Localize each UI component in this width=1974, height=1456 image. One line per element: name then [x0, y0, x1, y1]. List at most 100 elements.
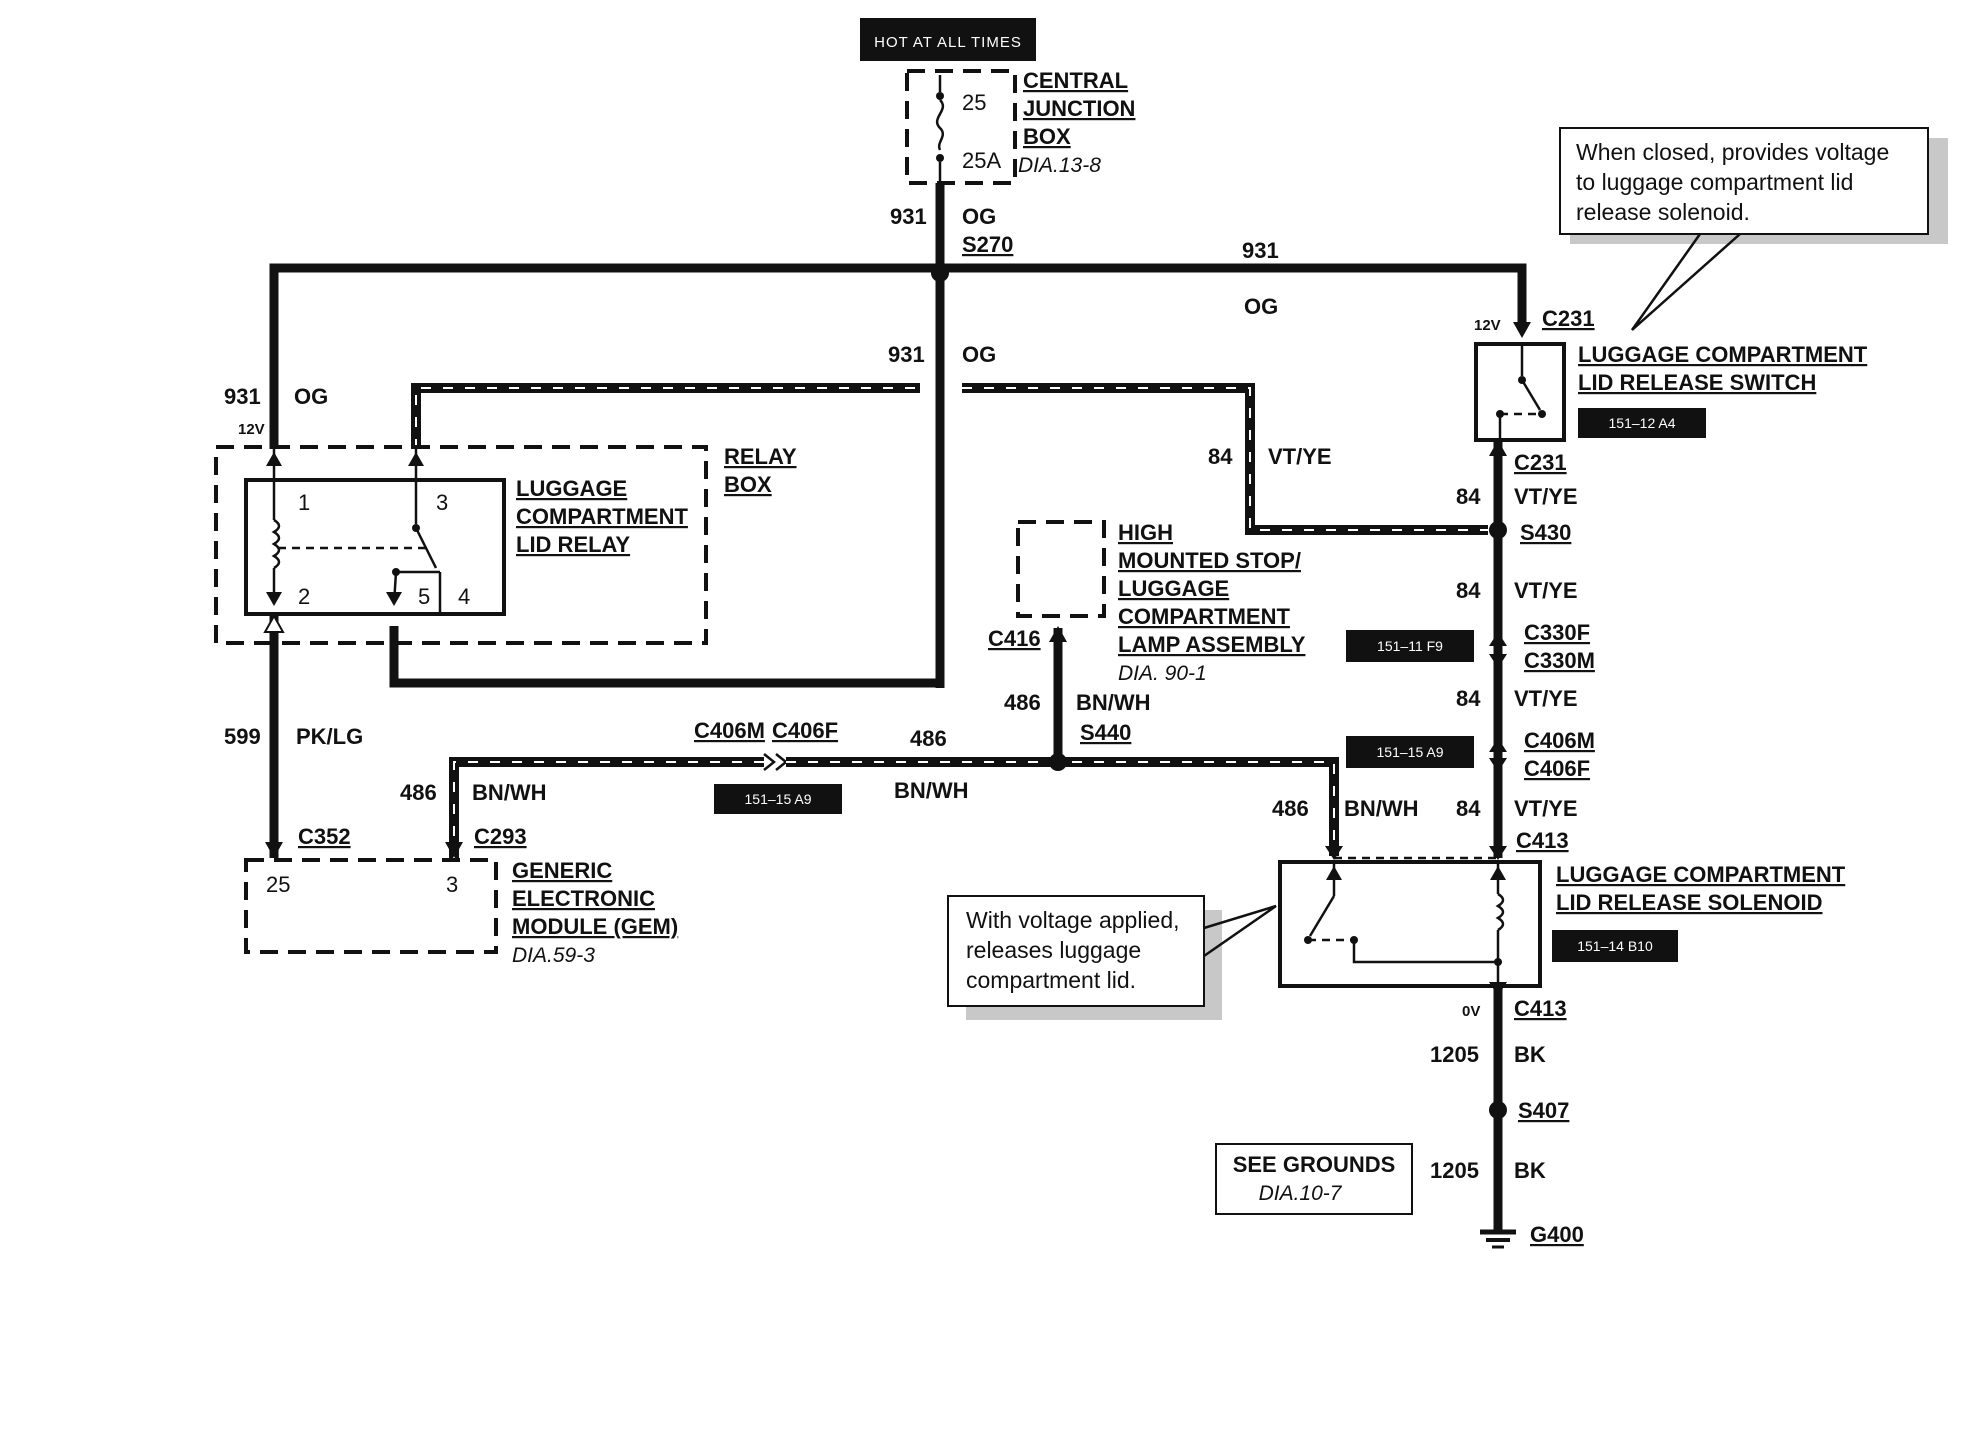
wire-1205-b-number: 1205	[1430, 1158, 1479, 1183]
lamp-title-2: MOUNTED STOP/	[1118, 548, 1301, 573]
wire-1205-b-color: BK	[1514, 1158, 1546, 1183]
switch-note-line-2: to luggage compartment lid	[1576, 169, 1853, 195]
relay-pin-1: 1	[298, 490, 310, 515]
solenoid-tag	[1552, 930, 1678, 962]
gem-reference: DIA.59-3	[512, 944, 595, 967]
splice-s430-label: S430	[1520, 520, 1571, 545]
luggage-compartment-lid-relay	[244, 478, 506, 616]
relay-box-title-2: BOX	[724, 472, 772, 497]
central-junction-box-title-3: BOX	[1023, 124, 1071, 149]
tag-c330	[1346, 630, 1474, 662]
wire-84-number: 84	[1208, 444, 1233, 469]
wire-486-left-number: 486	[400, 780, 437, 805]
wire-84-a-color: VT/YE	[1514, 484, 1578, 509]
solenoid-title-1: LUGGAGE COMPARTMENT	[1556, 862, 1846, 887]
wire-84-b-color: VT/YE	[1514, 578, 1578, 603]
wire-84-d-number: 84	[1456, 796, 1481, 821]
connector-c413-bottom: C413	[1514, 996, 1567, 1021]
tag-c406-right	[1346, 736, 1474, 768]
relay-switch-icon	[386, 482, 442, 614]
relay-coil-icon	[266, 482, 282, 606]
solenoid-coil-icon	[1490, 864, 1506, 986]
relay-pin-2: 2	[298, 584, 310, 609]
switch-note-line-3: release solenoid.	[1576, 199, 1750, 225]
connector-c231-bottom: C231	[1514, 450, 1567, 475]
solenoid-note-line-1: With voltage applied,	[966, 907, 1180, 933]
wire-486-mid-number: 486	[910, 726, 947, 751]
see-grounds-reference: DIA.10-7	[1259, 1182, 1343, 1205]
connector-c231-top: C231	[1542, 306, 1595, 331]
switch-tag	[1578, 408, 1706, 438]
solenoid-note-line-3: compartment lid.	[966, 967, 1136, 993]
wire-486-mid-color: BN/WH	[894, 778, 969, 803]
wire-486-c416-number: 486	[1004, 690, 1041, 715]
hot-at-all-times-badge	[860, 18, 1036, 61]
switch-note-box	[1559, 127, 1929, 235]
connector-c406f-right: C406F	[1524, 756, 1590, 781]
wire-486-right-number: 486	[1272, 796, 1309, 821]
gem-title-2: ELECTRONIC	[512, 886, 655, 911]
tag-c406-right-text: 151–15 A9	[1377, 744, 1444, 760]
relay-title-1: LUGGAGE	[516, 476, 627, 501]
relay-box-outline	[214, 445, 708, 645]
ground-g400: G400	[1530, 1222, 1584, 1247]
solenoid-tag-text: 151–14 B10	[1577, 938, 1653, 954]
fuse-icon	[935, 75, 945, 182]
wire-84-a-number: 84	[1456, 484, 1481, 509]
wire-84-c-number: 84	[1456, 686, 1481, 711]
switch-title-1: LUGGAGE COMPARTMENT	[1578, 342, 1868, 367]
tag-c330-text: 151–11 F9	[1377, 638, 1443, 654]
wire-599-number: 599	[224, 724, 261, 749]
switch-title-2: LID RELEASE SWITCH	[1578, 370, 1816, 395]
wire-931-left-color: OG	[294, 384, 328, 409]
connector-c293: C293	[474, 824, 527, 849]
lamp-title-1: HIGH	[1118, 520, 1173, 545]
lamp-title-5: LAMP ASSEMBLY	[1118, 632, 1306, 657]
ground-icon	[1480, 1229, 1516, 1249]
voltage-0v: 0V	[1462, 1003, 1480, 1020]
connector-c352: C352	[298, 824, 351, 849]
central-junction-box-reference: DIA.13-8	[1018, 154, 1101, 177]
lamp-title-3: LUGGAGE	[1118, 576, 1229, 601]
splice-s407	[1489, 1101, 1507, 1119]
gem-outline	[244, 858, 498, 954]
switch-contact-icon	[1496, 346, 1546, 442]
wire-931-mid-color: OG	[962, 342, 996, 367]
switch-tag-text: 151–12 A4	[1609, 415, 1676, 431]
see-grounds-box	[1215, 1143, 1413, 1215]
relay-pin-4: 4	[458, 584, 470, 609]
relay-pin-3: 3	[436, 490, 448, 515]
voltage-12v-left: 12V	[238, 421, 265, 438]
gem-pin-25: 25	[266, 872, 290, 897]
solenoid-note-line-2: releases luggage	[966, 937, 1141, 963]
wire-486-left-color: BN/WH	[472, 780, 547, 805]
wire-84-d-color: VT/YE	[1514, 796, 1578, 821]
gem-title-1: GENERIC	[512, 858, 612, 883]
wire-931-left-number: 931	[224, 384, 261, 409]
gem-pin-3: 3	[446, 872, 458, 897]
relay-title-2: COMPARTMENT	[516, 504, 688, 529]
tag-c406-left	[714, 784, 842, 814]
wire-931-top-color: OG	[962, 204, 996, 229]
wire-931-right-color: OG	[1244, 294, 1278, 319]
wire-84-b-number: 84	[1456, 578, 1481, 603]
connector-c413-top: C413	[1516, 828, 1569, 853]
wire-599-color: PK/LG	[296, 724, 363, 749]
splice-s270-label: S270	[962, 232, 1013, 257]
lamp-reference: DIA. 90-1	[1118, 662, 1207, 685]
tag-c406-left-text: 151–15 A9	[745, 791, 812, 807]
wire-84-c-color: VT/YE	[1514, 686, 1578, 711]
lid-release-solenoid	[1278, 860, 1542, 988]
solenoid-title-2: LID RELEASE SOLENOID	[1556, 890, 1822, 915]
splice-s407-label: S407	[1518, 1098, 1569, 1123]
lamp-title-4: COMPARTMENT	[1118, 604, 1290, 629]
connector-c330f: C330F	[1524, 620, 1590, 645]
wire-1205-a-color: BK	[1514, 1042, 1546, 1067]
connector-c416: C416	[988, 626, 1041, 651]
voltage-12v-right: 12V	[1474, 317, 1501, 334]
splice-s440	[1049, 753, 1067, 771]
wire-931-right-number: 931	[1242, 238, 1279, 263]
lamp-assembly-outline	[1016, 520, 1106, 618]
lid-release-switch	[1474, 342, 1566, 442]
